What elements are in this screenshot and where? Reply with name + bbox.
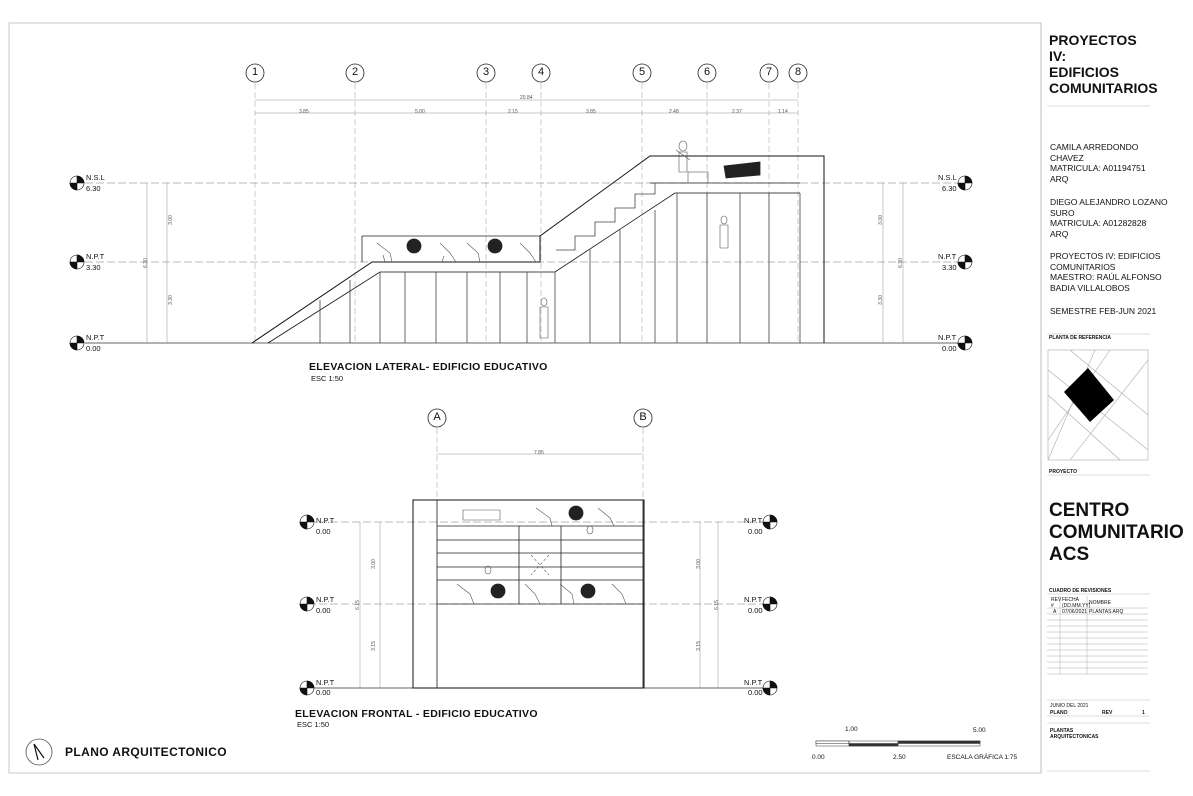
dimension-segment: 2.37: [732, 109, 742, 115]
grid-label-7: 7: [765, 66, 773, 78]
revisions-label: CUADRO DE REVISIONES: [1049, 588, 1112, 594]
level-name: N.P.T: [744, 516, 763, 525]
rev-header-name: NOMBRE: [1089, 600, 1111, 606]
grid-label-8: 8: [794, 66, 802, 78]
grid-label-b: B: [639, 411, 647, 423]
semester: SEMESTRE FEB-JUN 2021: [1050, 306, 1157, 316]
rev-row-number: A: [1053, 609, 1057, 615]
dimension-total: 20.84: [520, 95, 533, 101]
frontal-elevation-scale: ESC 1:50: [297, 720, 330, 729]
grid-label-2: 2: [351, 66, 359, 78]
project-label: PROYECTO: [1049, 469, 1077, 475]
level-name: N.P.T: [316, 678, 335, 687]
vertical-dimension: 3.15: [370, 641, 377, 651]
level-value: 0.00: [748, 606, 763, 615]
dimension-segment: 3.85: [586, 109, 596, 115]
plano-label: PLANO: [1050, 710, 1068, 716]
level-value: 0.00: [316, 527, 331, 536]
rev-header-number: REV #: [1051, 597, 1062, 609]
level-name: N.S.L: [86, 173, 105, 182]
grid-label-4: 4: [537, 66, 545, 78]
level-value: 0.00: [748, 688, 763, 697]
level-name: N.P.T: [938, 333, 957, 342]
vertical-dimension: 6.15: [354, 600, 361, 610]
sheet-date: JUNIO DEL 2021: [1050, 703, 1089, 709]
grid-label-a: A: [433, 411, 441, 423]
rev-number: 1: [1142, 710, 1145, 716]
frontal-elevation-drawing: [308, 428, 770, 689]
scale-mark: 2.50: [893, 754, 906, 761]
rev-label: REV: [1102, 710, 1113, 716]
vertical-dimension: 3.30: [167, 295, 174, 305]
scale-mark: 1.00: [845, 726, 858, 733]
vertical-dimension: 3.00: [695, 559, 702, 569]
dimension-segment: 2.15: [508, 109, 518, 115]
plano-title: PLANO ARQUITECTONICO: [65, 745, 228, 759]
dimension-segment: 5.00: [415, 109, 425, 115]
rev-row-date: 07/06/2021: [1062, 609, 1088, 615]
project-name: CENTRO COMUNITARIO ACS: [1049, 500, 1184, 565]
graphic-scale-label: ESCALA GRÁFICA 1:75: [947, 754, 1018, 761]
sheet-name: PLANTAS ARQUITECTONICAS: [1050, 728, 1099, 740]
grid-label-6: 6: [703, 66, 711, 78]
level-name: N.P.T: [316, 595, 335, 604]
dimension-segment: 3.85: [299, 109, 309, 115]
course-info: PROYECTOS IV: EDIFICIOS COMUNITARIOS MAE…: [1050, 251, 1162, 293]
student-info-1: CAMILA ARREDONDO CHAVEZ MATRICULA: A0119…: [1050, 142, 1146, 184]
grid-label-3: 3: [482, 66, 490, 78]
vertical-dimension: 3.00: [167, 215, 174, 225]
vertical-dimension: 3.00: [370, 559, 377, 569]
level-value: 6.30: [86, 184, 101, 193]
grid-label-1: 1: [251, 66, 259, 78]
level-name: N.S.L: [938, 173, 957, 182]
reference-plan-label: PLANTA DE REFERENCIA: [1049, 335, 1111, 341]
level-name: N.P.T: [86, 333, 105, 342]
level-name: N.P.T: [744, 595, 763, 604]
dimension-total: 7.85: [534, 450, 544, 456]
graphic-scale-bar: [815, 740, 981, 747]
course-title: PROYECTOS IV: EDIFICIOS COMUNITARIOS: [1049, 32, 1158, 96]
vertical-dimension: 6.30: [897, 258, 904, 268]
vertical-dimension: 3.30: [877, 295, 884, 305]
level-value: 0.00: [316, 688, 331, 697]
grid-label-5: 5: [638, 66, 646, 78]
level-name: N.P.T: [316, 516, 335, 525]
north-arrow-icon: [25, 738, 53, 766]
frontal-elevation-title: ELEVACION FRONTAL - EDIFICIO EDUCATIVO: [295, 708, 538, 720]
level-value: 0.00: [316, 606, 331, 615]
scale-mark: 0.00: [812, 754, 825, 761]
level-name: N.P.T: [938, 252, 957, 261]
level-value: 3.30: [942, 263, 957, 272]
vertical-dimension: 3.00: [877, 215, 884, 225]
reference-plan-map: [1047, 349, 1149, 461]
vertical-dimension: 3.15: [695, 641, 702, 651]
level-value: 6.30: [942, 184, 957, 193]
student-info-2: DIEGO ALEJANDRO LOZANO SURO MATRICULA: A…: [1050, 197, 1168, 239]
lateral-elevation-scale: ESC 1:50: [311, 374, 344, 383]
level-value: 0.00: [748, 527, 763, 536]
vertical-dimension: 6.30: [142, 258, 149, 268]
level-name: N.P.T: [744, 678, 763, 687]
scale-mark: 5.00: [973, 727, 986, 734]
rev-row-name: PLANTAS ARQ: [1089, 609, 1124, 615]
level-value: 0.00: [86, 344, 101, 353]
level-value: 0.00: [942, 344, 957, 353]
level-name: N.P.T: [86, 252, 105, 261]
lateral-elevation-title: ELEVACION LATERAL- EDIFICIO EDUCATIVO: [309, 361, 548, 373]
vertical-dimension: 6.15: [713, 600, 720, 610]
lateral-elevation-drawing: [85, 83, 965, 344]
dimension-segment: 2.48: [669, 109, 679, 115]
dimension-segment: 1.14: [778, 109, 788, 115]
level-value: 3.30: [86, 263, 101, 272]
rev-header-date: FECHA (DD.MM.YY): [1062, 597, 1091, 609]
